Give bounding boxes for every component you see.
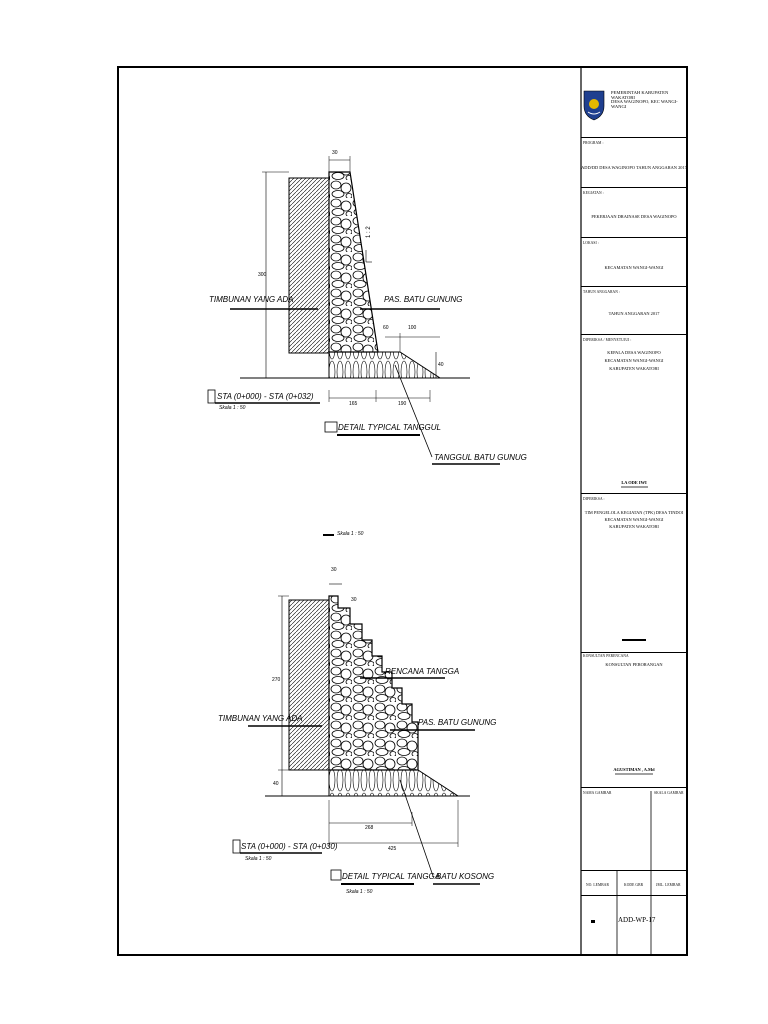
tb-kegiatan-value: PEKERJAAN DRAINASE DESA WAGINOPO	[591, 214, 677, 219]
sheet-border	[117, 66, 688, 956]
dike-sta: STA (0+000) - STA (0+032)	[217, 392, 314, 401]
dike-dim-190: 190	[398, 401, 407, 407]
tb-sheet-code: ADD-WP-17	[618, 916, 656, 924]
tb-tahun-value: TAHUN ANGGARAN 2017	[608, 311, 660, 316]
steps-label-steps: RENCANA TANGGA	[385, 667, 460, 676]
tb-checker-line1: TIM PENGELOLA KEGIATAN (TPK) DESA TINDOI	[584, 510, 684, 515]
tb-approver-line2: KECAMATAN WANGI-WANGI	[604, 358, 664, 363]
dike-top-dim: 30	[332, 150, 338, 156]
steps-title: DETAIL TYPICAL TANGGA	[342, 872, 441, 881]
dike-label-masonry: PAS. BATU GUNUNG	[384, 295, 463, 304]
stepped-masonry	[328, 595, 419, 771]
tb-designer-line1: KONSULTAN PERORANGAN	[605, 662, 663, 667]
dike-dim-165: 165	[349, 401, 358, 407]
steps-step-dim: 30	[351, 597, 357, 603]
dike-dim-60: 60	[383, 325, 389, 331]
steps-top-dim: 30	[331, 567, 337, 573]
dike-scale: Skala 1 : 50	[219, 405, 246, 411]
tb-program-label: PROGRAM :	[583, 141, 604, 145]
tb-header-line1: PEMERINTAH KABUPATEN WAKATOBI	[611, 90, 669, 100]
tb-kode-gbr-label: KODE GBR	[624, 883, 644, 887]
steps-label-masonry: PAS. BATU GUNUNG	[418, 718, 497, 727]
tb-program-value: ADD/DD DESA WAGINOPO TAHUN ANGGARAN 2017	[581, 165, 687, 170]
tb-lokasi-label: LOKASI :	[583, 241, 599, 245]
dike-label-fill: TIMBUNAN YANG ADA	[209, 295, 294, 304]
stepped-base	[328, 769, 460, 797]
tb-no-lembar-label: NO. LEMBAR	[586, 883, 609, 887]
dike-height-dim: 300	[258, 272, 267, 278]
title-marker	[324, 421, 338, 433]
tb-checker-line2: KECAMATAN WANGI-WANGI	[604, 517, 664, 522]
tb-kegiatan-label: KEGIATAN :	[583, 191, 604, 195]
dike-dim-100: 100	[408, 325, 417, 331]
tb-nama-gambar-label: NAMA GAMBAR	[583, 791, 612, 795]
drawing-steps	[232, 583, 480, 885]
steps-sta: STA (0+000) - STA (0+030)	[241, 842, 338, 851]
steps-title-scale: Skala 1 : 50	[346, 889, 373, 895]
tb-tahun-label: TAHUN ANGGARAN :	[583, 290, 621, 294]
sta-marker	[207, 389, 216, 404]
steps-height-dim: 270	[272, 677, 281, 683]
leader-empty-stone	[399, 779, 434, 877]
steps-label-fill: TIMBUNAN YANG ADA	[218, 714, 303, 723]
tb-approver-line1: KEPALA DESA WAGINOPO	[607, 350, 661, 355]
tb-header-line2: DESA WAGINOPO, KEC WANGI-WANGI	[611, 99, 678, 109]
tb-designer-name: AGUSTIMAN , A.Md	[613, 767, 655, 772]
tb-approver-label: DIPERIKSA / MENYETUJUI :	[583, 338, 632, 342]
tb-checker-line3: KABUPATEN WAKATOBI	[609, 524, 659, 529]
fill-soil-hatch	[288, 177, 330, 354]
steps-label-empty-stone: BATU KOSONG	[436, 872, 495, 881]
tb-lokasi-value: KECAMATAN WANGI-WANGI	[604, 265, 664, 270]
steps-dim-425: 425	[388, 846, 397, 852]
dike-dim-40: 40	[438, 362, 444, 368]
tb-skala-gambar-label: SKALA GAMBAR	[654, 791, 684, 795]
drawing-dike	[207, 156, 500, 465]
steps-base-dim: 40	[273, 781, 279, 787]
middle-scale: Skala 1 : 50	[337, 531, 364, 537]
masonry-base	[328, 351, 442, 379]
dike-slope: 1 : 2	[366, 226, 372, 238]
sheet-number-mark	[591, 920, 595, 923]
dike-label-dike: TANGGUL BATU GUNUG	[434, 453, 527, 462]
leader-dike	[394, 364, 433, 458]
steps-dim-268: 268	[365, 825, 374, 831]
dike-title: DETAIL TYPICAL TANGGUL	[338, 423, 441, 432]
tb-approver-line3: KABUPATEN WAKATOBI	[609, 366, 659, 371]
tb-jml-lembar-label: JML. LEMBAR	[656, 883, 681, 887]
tb-approver-name: LA ODE IWI	[621, 480, 647, 485]
tb-checker-label: DIPERIKSA :	[583, 497, 605, 501]
tb-designer-label: KONSULTAN PERENCANA	[583, 654, 629, 658]
regency-logo	[583, 90, 605, 121]
steps-scale: Skala 1 : 50	[245, 856, 272, 862]
fill-soil-hatch-2	[288, 599, 330, 771]
